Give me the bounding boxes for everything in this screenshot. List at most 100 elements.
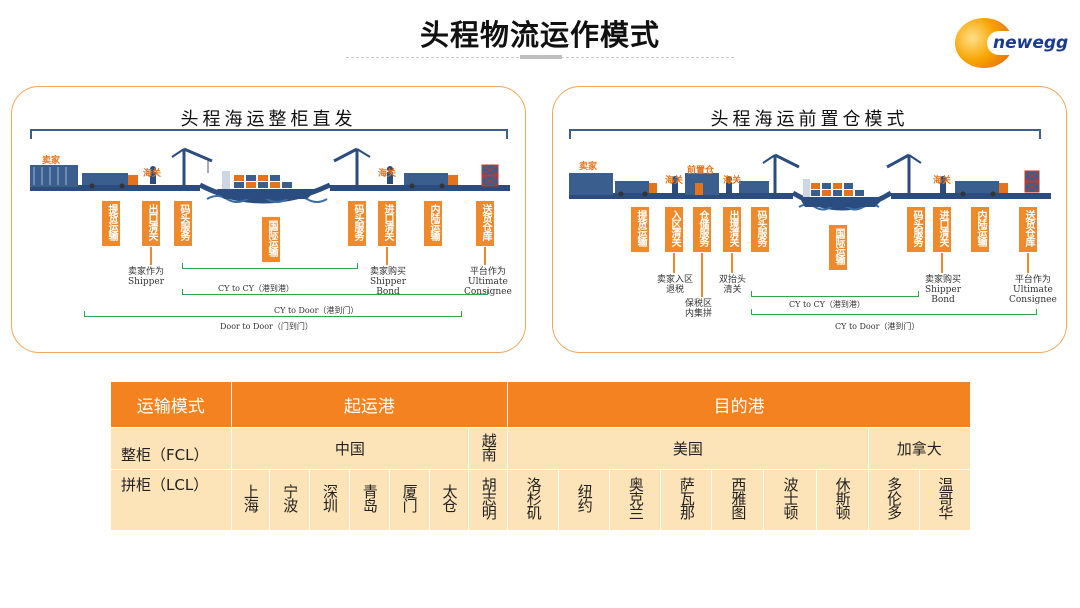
port-ningbo: 宁波 bbox=[269, 469, 311, 531]
step-deliver: 送货仓库 bbox=[1019, 207, 1037, 252]
label-front-warehouse: 前置仓 bbox=[687, 166, 715, 176]
port-newyork: 纽约 bbox=[558, 469, 611, 531]
step-terminal-2: 码头服务 bbox=[907, 207, 925, 252]
truck-container bbox=[82, 173, 128, 185]
port-seattle: 西雅图 bbox=[711, 469, 765, 531]
country-canada: 加拿大 bbox=[867, 426, 972, 471]
country-china: 中国 bbox=[230, 426, 470, 471]
step-import-clear: 进口清关 bbox=[378, 201, 396, 246]
step-inland: 内陆运输 bbox=[971, 207, 989, 252]
crane-right bbox=[886, 153, 922, 193]
table-row-countries: 整柜（FCL） 中国 越南 美国 加拿大 bbox=[110, 426, 972, 471]
port-shenzhen: 深圳 bbox=[309, 469, 350, 531]
bonded-warehouse-panel: 头程海运前置仓模式 bbox=[552, 86, 1067, 353]
step-storage: 仓储服务 bbox=[693, 207, 711, 252]
label-customs-1: 海关 bbox=[665, 176, 684, 186]
label-customs-export: 海关 bbox=[143, 169, 162, 179]
cargo-ship bbox=[799, 179, 885, 207]
quay-right bbox=[330, 185, 510, 191]
newegg-logo: newegg bbox=[955, 14, 1075, 70]
step-import-clear: 进口清关 bbox=[933, 207, 951, 252]
line-cy-door bbox=[182, 289, 488, 295]
step-zone-clear: 入区清关 bbox=[665, 207, 683, 252]
cargo-ship bbox=[217, 171, 317, 199]
truck-container bbox=[615, 181, 649, 193]
truck-cab bbox=[128, 175, 138, 185]
label-door-door: Door to Door（门到门） bbox=[220, 322, 313, 331]
stem bbox=[701, 253, 703, 297]
stem bbox=[150, 247, 152, 265]
label-customs-3: 海关 bbox=[933, 176, 952, 186]
port-hochiminh: 胡志明 bbox=[468, 469, 509, 531]
line-door-door bbox=[84, 311, 462, 317]
stem bbox=[386, 247, 388, 265]
logistics-illustration bbox=[30, 147, 510, 204]
customs-officer bbox=[150, 172, 156, 184]
stem bbox=[673, 253, 675, 273]
step-terminal-2: 码头服务 bbox=[348, 201, 366, 246]
step-pickup: 提货运输 bbox=[102, 201, 120, 246]
panel-title: 头程海运前置仓模式 bbox=[710, 109, 909, 130]
port-houston: 休斯顿 bbox=[815, 469, 869, 531]
fcl-direct-panel: 头程海运整柜直发 bbox=[11, 86, 526, 353]
crane-left bbox=[762, 153, 800, 193]
step-intl-transport: 国际运输 bbox=[829, 225, 847, 270]
header-mode: 运输模式 bbox=[110, 381, 232, 428]
line-cy-cy bbox=[182, 263, 358, 269]
country-vietnam: 越南 bbox=[468, 426, 509, 471]
crane-left bbox=[171, 147, 213, 185]
panel-bracket bbox=[30, 129, 508, 139]
note-bonded: 保税区内集拼 bbox=[685, 299, 713, 319]
stem bbox=[484, 247, 486, 265]
label-cy-cy: CY to CY（港到港） bbox=[789, 300, 865, 309]
stem bbox=[731, 253, 733, 273]
step-inland: 内陆运输 bbox=[424, 201, 442, 246]
title-divider-accent bbox=[520, 55, 562, 59]
port-qingdao: 青岛 bbox=[348, 469, 390, 531]
customs-officer-2 bbox=[387, 172, 393, 184]
label-customs-import: 海关 bbox=[378, 169, 397, 179]
seller-warehouse bbox=[569, 173, 613, 195]
step-deliver: 送货仓库 bbox=[476, 201, 494, 246]
step-terminal-1: 码头服务 bbox=[751, 207, 769, 252]
port-boston: 波士顿 bbox=[763, 469, 817, 531]
step-intl-transport: 国际运输 bbox=[262, 217, 280, 262]
panel-bracket bbox=[569, 129, 1041, 139]
page-title: 头程物流运作模式 bbox=[419, 18, 660, 52]
country-usa: 美国 bbox=[507, 426, 869, 471]
stem bbox=[941, 253, 943, 273]
port-vancouver: 温哥华 bbox=[918, 469, 972, 531]
header-origin: 起运港 bbox=[230, 381, 509, 428]
label-seller: 卖家 bbox=[42, 156, 61, 166]
quay-left bbox=[30, 185, 200, 191]
note-tax-refund: 卖家入区退税 bbox=[657, 275, 694, 295]
label-cy-door: CY to Door（港到门） bbox=[835, 322, 920, 331]
label-cy-door: CY to Door（港到门） bbox=[274, 306, 359, 315]
seller-warehouse bbox=[30, 165, 78, 187]
stem bbox=[1027, 253, 1029, 273]
port-savannah: 萨瓦那 bbox=[660, 469, 713, 531]
table-header-row: 运输模式 起运港 目的港 bbox=[110, 381, 971, 428]
mode-lcl: 拼柜（LCL） bbox=[110, 469, 232, 531]
label-seller: 卖家 bbox=[579, 162, 598, 172]
step-exit-clear: 出境清关 bbox=[723, 207, 741, 252]
step-terminal-1: 码头服务 bbox=[174, 201, 192, 246]
port-toronto: 多伦多 bbox=[867, 469, 920, 531]
port-losangeles: 洛杉矶 bbox=[507, 469, 560, 531]
table-row-ports: 拼柜（LCL） 上海 宁波 深圳 青岛 厦门 太仓 胡志明 洛杉矶 纽约 奥克兰… bbox=[110, 469, 972, 531]
mode-fcl: 整柜（FCL） bbox=[110, 426, 232, 471]
line-cy-cy bbox=[751, 291, 919, 297]
crane-right bbox=[333, 147, 371, 185]
harbor-basin bbox=[198, 182, 332, 204]
port-oakland: 奥克兰 bbox=[609, 469, 662, 531]
label-cy-cy: CY to CY（港到港） bbox=[218, 284, 294, 293]
ports-table: 运输模式 起运港 目的港 整柜（FCL） 中国 越南 美国 加拿大 拼柜（LCL… bbox=[110, 381, 972, 531]
port-taicang: 太仓 bbox=[428, 469, 470, 531]
label-customs-2: 海关 bbox=[723, 176, 742, 186]
header-destination: 目的港 bbox=[507, 381, 971, 428]
logistics-illustration bbox=[569, 153, 1051, 211]
step-pickup: 提货运输 bbox=[631, 207, 649, 252]
